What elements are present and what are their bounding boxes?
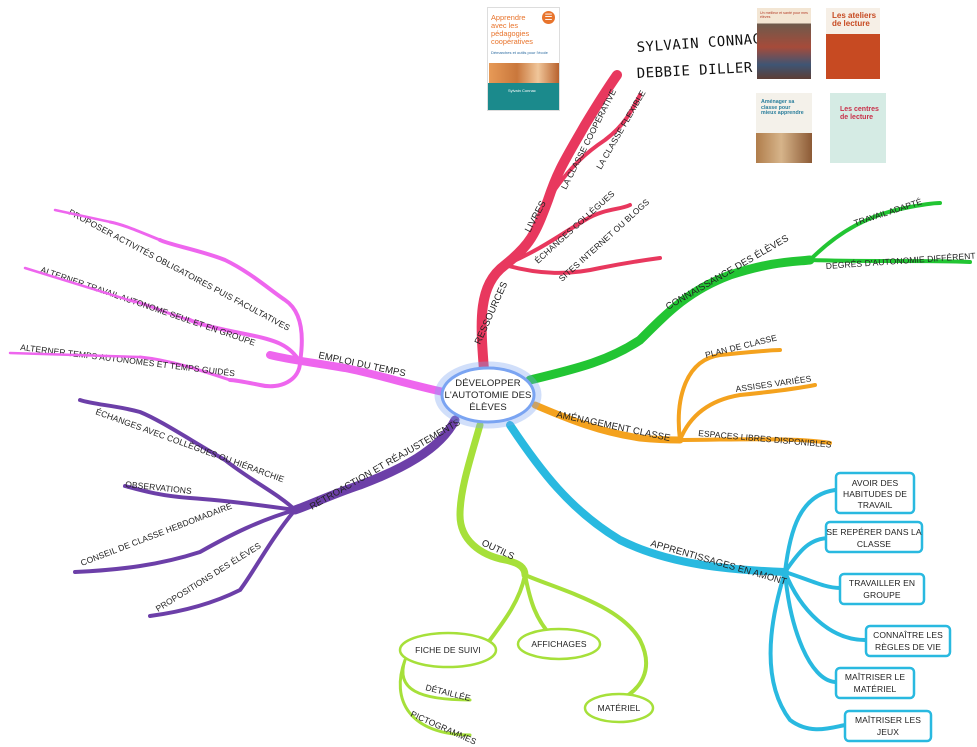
retro-item-1: ÉCHANGES AVEC COLLÈGUES OU HIÉRARCHIE <box>94 406 286 484</box>
branch-ressources: RESSOURCES LIVRES LA CLASSE COOPÉRATIVE … <box>473 70 662 375</box>
book-5-title: Les centres de lecture <box>840 106 879 121</box>
box-habitudes <box>834 471 916 515</box>
branch-apprentissages: APPRENTISSAGES EN AMONT AVOIR DES HABITU… <box>506 421 952 743</box>
handwritten-debbie: DEBBIE DILLER <box>636 60 753 82</box>
amenagement-item-3: ESPACES LIBRES DISPONIBLES <box>698 428 832 450</box>
fiche-de-suivi-bubble <box>398 631 498 669</box>
box-habitudes-l1: AVOIR DES <box>852 478 899 488</box>
branch-outils: OUTILS FICHE DE SUIVI AFFICHAGES MATÉRIE… <box>398 421 655 747</box>
box-jeux-l2: JEUX <box>877 727 899 737</box>
affichages-bubble <box>516 627 602 661</box>
book-cover-amenager: Aménager sa classe pour mieux apprendre <box>756 93 812 163</box>
materiel-label: MATÉRIEL <box>598 703 641 713</box>
handwritten-sylvain: SYLVAIN CONNAC <box>636 31 762 56</box>
box-regles-l2: RÈGLES DE VIE <box>875 642 941 652</box>
pictogrammes-label: PICTOGRAMMES <box>409 709 478 747</box>
affichages-label: AFFICHAGES <box>531 639 587 649</box>
box-regles-l1: CONNAÎTRE LES <box>873 630 943 640</box>
book-3-title: Les ateliers de lecture <box>832 11 877 28</box>
materiel-bubble <box>583 692 655 724</box>
book-cover-cooperatives: Apprendre avec les pédagogies coopérativ… <box>487 7 560 111</box>
connaissance-label: CONNAISSANCE DES ÉLÈVES <box>664 233 791 313</box>
book-main-subtitle: Démarches et outils pour l'école <box>491 50 548 55</box>
connaissance-item-1: TRAVAIL ADAPTÉ <box>853 196 924 228</box>
branch-emploi-du-temps: EMPLOI DU TEMPS PROPOSER ACTIVITÉS OBLIG… <box>8 207 452 397</box>
box-materiel <box>834 666 916 700</box>
emploi-item-3: ALTERNER TEMPS AUTONOMES ET TEMPS GUIDÉS <box>20 342 236 378</box>
box-materiel-l1: MAÎTRISER LE <box>845 672 905 682</box>
book-4-photo <box>756 133 812 163</box>
emploi-item-2: ALTERNER TRAVAIL AUTONOME SEUL ET EN GRO… <box>39 264 257 347</box>
book-band <box>488 83 559 110</box>
box-jeux <box>843 709 933 743</box>
branch-amenagement: AMÉNAGEMENT CLASSE PLAN DE CLASSE ASSISE… <box>531 332 832 450</box>
book-main-author: Sylvain Connac <box>508 88 536 93</box>
box-regles <box>864 624 952 658</box>
book-cover-ateliers: Les ateliers de lecture <box>826 8 880 79</box>
retro-item-3: CONSEIL DE CLASSE HEBDOMADAIRE <box>79 501 233 568</box>
center-title-l3: ÉLÈVES <box>469 402 507 413</box>
box-habitudes-l3: TRAVAIL <box>858 500 893 510</box>
menu-icon: ☰ <box>542 11 555 24</box>
box-habitudes-l2: HABITUDES DE <box>843 489 907 499</box>
box-reperer-l2: CLASSE <box>857 539 891 549</box>
box-reperer-l1: SE REPÉRER DANS LA <box>826 527 922 537</box>
center-title-l2: L'AUTOTOMIE DES <box>445 390 532 401</box>
book-cover-2: Un meilleur et santé pour mes élèves <box>757 8 811 79</box>
box-groupe <box>838 572 926 606</box>
retroaction-label: RÉTROACTION ET RÉAJUSTEMENTS <box>308 417 463 513</box>
box-groupe-l1: TRAVAILLER EN <box>849 578 915 588</box>
apprentissages-label: APPRENTISSAGES EN AMONT <box>649 538 788 588</box>
sites-internet-label: SITES INTERNET OU BLOGS <box>557 197 652 284</box>
book-main-title: Apprendre avec les pédagogies coopérativ… <box>491 13 533 46</box>
book-cover-centres: Les centres de lecture <box>830 93 886 163</box>
amenagement-label: AMÉNAGEMENT CLASSE <box>555 409 671 444</box>
book-2-title: Un meilleur et santé pour mes élèves <box>760 11 808 19</box>
amenagement-item-1: PLAN DE CLASSE <box>704 332 778 360</box>
box-groupe-l2: GROUPE <box>863 590 901 600</box>
center-title-l1: DÉVELOPPER <box>455 378 520 389</box>
box-materiel-l2: MATÉRIEL <box>854 684 897 694</box>
book-3-top <box>826 8 880 34</box>
fiche-de-suivi-label: FICHE DE SUIVI <box>415 645 481 655</box>
box-jeux-l1: MAÎTRISER LES <box>855 715 921 725</box>
connaissance-item-2: DEGRÉS D'AUTONOMIE DIFFÉRENT <box>825 251 976 271</box>
book-4-title: Aménager sa classe pour mieux apprendre <box>761 99 804 117</box>
center-node: DÉVELOPPER L'AUTOTOMIE DES ÉLÈVES <box>434 361 542 429</box>
branch-retroaction: RÉTROACTION ET RÉAJUSTEMENTS ÉCHANGES AV… <box>73 398 463 618</box>
box-reperer <box>824 520 924 554</box>
book-photo <box>489 63 559 83</box>
